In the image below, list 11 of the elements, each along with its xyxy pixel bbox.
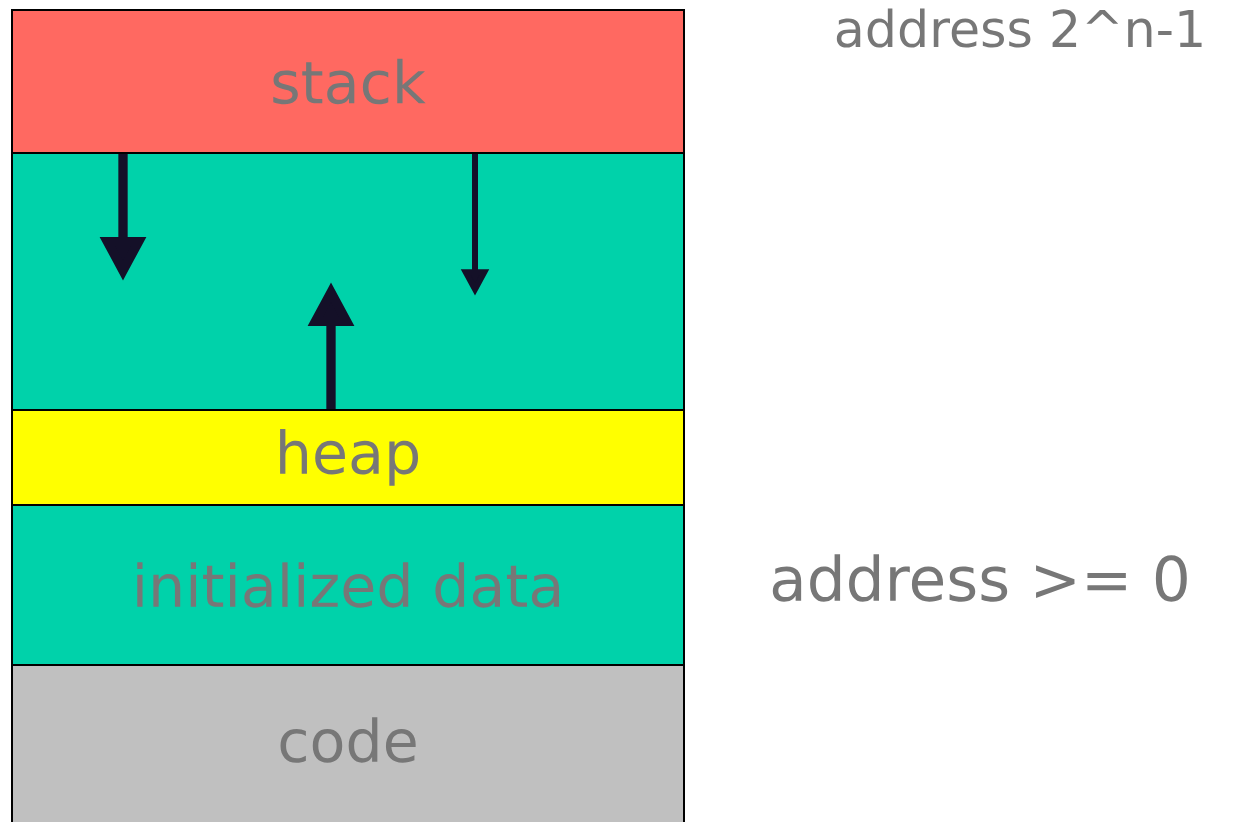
segment-label: initialized data	[137, 562, 559, 608]
address-label: address 2^n-1	[836, 8, 1202, 48]
memory-segment	[11, 504, 685, 666]
address-label: address >= 0	[772, 554, 1187, 602]
segment-label: code	[280, 717, 416, 763]
memory-segment	[11, 9, 685, 154]
free-space-box	[11, 152, 685, 411]
segment-label: heap	[280, 429, 419, 486]
memory-segment	[11, 664, 685, 822]
memory-segment	[11, 409, 685, 506]
segment-label: stack	[273, 58, 426, 105]
